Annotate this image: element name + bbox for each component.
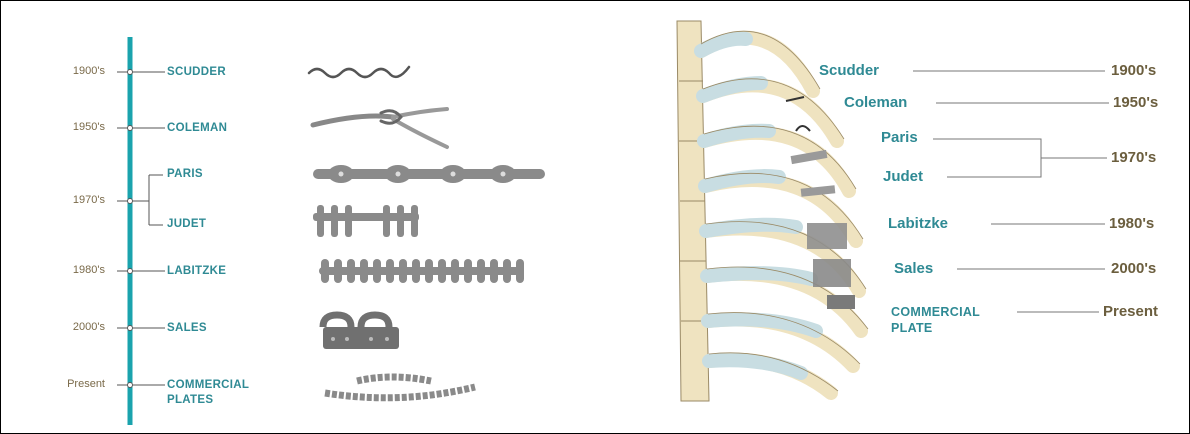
spine [677,21,709,401]
ribcage-name: Coleman [844,94,907,111]
ribcage-era: 1970's [1111,149,1156,166]
ribcage-era: Present [1103,303,1158,320]
ribcage-name: Labitzke [888,215,948,232]
ribcage-name: PLATE [891,321,933,335]
ribcage-era: 1980's [1109,215,1154,232]
ribcage-name: Sales [894,260,933,277]
ribcage-name: Judet [883,168,923,185]
ribs [701,38,861,393]
ribcage-era: 1900's [1111,62,1156,79]
ribcage-era: 2000's [1111,260,1156,277]
leader-lines [913,71,1109,312]
ribcage-name: COMMERCIAL [891,305,980,319]
ribcage-era: 1950's [1113,94,1158,111]
ribcage-name: Scudder [819,62,879,79]
ribcage-name: Paris [881,129,918,146]
